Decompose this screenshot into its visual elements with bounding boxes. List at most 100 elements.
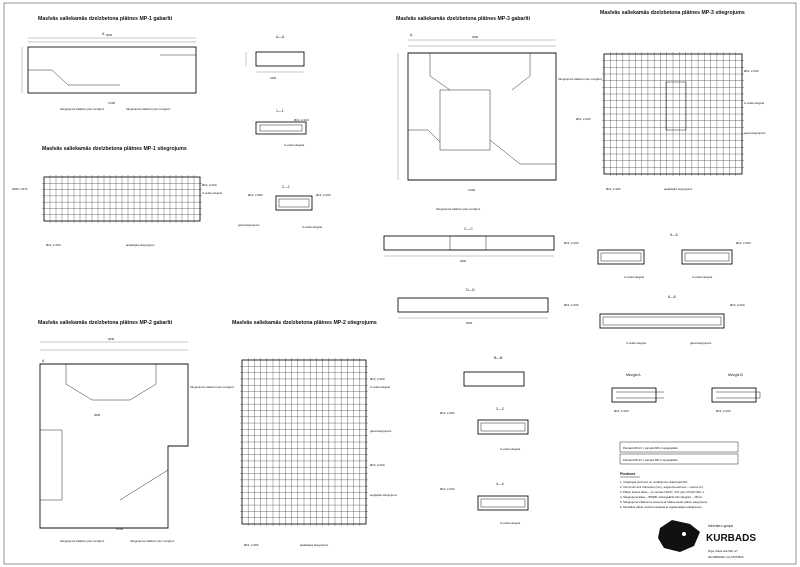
svg-text:4—4: 4—4 xyxy=(496,482,504,486)
svg-text:A: A xyxy=(102,32,105,36)
svg-text:Ø10, s=100: Ø10, s=100 xyxy=(736,241,751,245)
svg-text:Ø10, s=150: Ø10, s=150 xyxy=(564,303,579,307)
svg-text:t=200: t=200 xyxy=(108,101,116,105)
svg-text:Ø10, s=150: Ø10, s=150 xyxy=(744,69,759,73)
svg-text:Ø10, s=200: Ø10, s=200 xyxy=(440,411,455,415)
svg-text:Masīvās saliekamās dzelzbetona: Masīvās saliekamās dzelzbetona plātnes M… xyxy=(600,10,745,16)
svg-text:C—C: C—C xyxy=(464,227,473,231)
view-mp1-stiegrojums: Masīvās saliekamās dzelzbetona plātnes M… xyxy=(12,146,223,247)
section-2-2: 2—2 Ø10, s=200 Ø10, s=150 garenstiegroju… xyxy=(238,185,331,229)
svg-text:Stiegrojuma izlaidumi pēc mezg: Stiegrojuma izlaidumi pēc mezgla A xyxy=(558,77,602,81)
svg-text:D—D: D—D xyxy=(466,288,475,292)
view-mp3-stiegrojums: Masīvās saliekamās dzelzbetona plātnes M… xyxy=(576,10,766,191)
svg-text:Piezīmes: Piezīmes xyxy=(620,472,635,476)
svg-text:1. Vispārīgās piezīmes un norā: 1. Vispārīgās piezīmes un norādījumus sk… xyxy=(620,480,688,484)
svg-text:tālr.29800340, fax.67576843: tālr.29800340, fax.67576843 xyxy=(708,555,744,559)
svg-text:Stiegrojuma izlaidumi pēc mezg: Stiegrojuma izlaidumi pēc mezgla A xyxy=(190,385,234,389)
svg-text:Ø10, s=150: Ø10, s=150 xyxy=(716,409,731,413)
svg-text:Masīvās saliekamās dzelzbetona: Masīvās saliekamās dzelzbetona plātnes M… xyxy=(396,16,531,22)
section-4-4: 4—4 Ø10, s=100 U-veida stiegras xyxy=(440,482,529,525)
section-c-c: C—C 3000 xyxy=(383,227,555,263)
detail-mezgls-b: Mezgls B Ø10, s=150 xyxy=(711,373,761,413)
svg-text:U-veida stiegras: U-veida stiegras xyxy=(500,521,521,525)
sheet-frame xyxy=(3,2,797,565)
slab-outline xyxy=(39,363,189,529)
view-title: Masīvās saliekamās dzelzbetona plātnes M… xyxy=(38,16,173,22)
section-a-a: A—A 1500 xyxy=(245,35,305,80)
svg-text:Ø10, s=150: Ø10, s=150 xyxy=(46,243,61,247)
svg-text:Ø10, s=150: Ø10, s=150 xyxy=(370,377,385,381)
svg-text:garenstiegrojums: garenstiegrojums xyxy=(690,341,712,345)
svg-text:3—3: 3—3 xyxy=(496,407,504,411)
svg-text:U-veida stiegras: U-veida stiegras xyxy=(202,191,223,195)
note-box-mp2: Pamata MP-2V ir pamats MP-2 spoguļattēls… xyxy=(619,441,739,453)
svg-text:5—5: 5—5 xyxy=(670,233,678,237)
svg-text:Masīvās saliekamās dzelzbetona: Masīvās saliekamās dzelzbetona plātnes M… xyxy=(232,320,377,326)
section-6-6: 6—6 Ø10, s=150 Ø10, s=100 U-veida stiegr… xyxy=(564,295,745,345)
section-1-1: 1—1 Ø10, s=100 U-veida stiegras xyxy=(255,109,309,147)
svg-text:Ø10, s=100: Ø10, s=100 xyxy=(202,183,217,187)
svg-text:Ø10, s=100: Ø10, s=100 xyxy=(370,463,385,467)
svg-text:U-veida stiegras: U-veida stiegras xyxy=(302,225,323,229)
svg-text:garenstiegrojums: garenstiegrojums xyxy=(370,429,392,433)
svg-text:garenstiegrojums: garenstiegrojums xyxy=(238,223,260,227)
view-mp3-gabarits: Masīvās saliekamās dzelzbetona plātnes M… xyxy=(396,16,602,211)
svg-text:U-veida stiegras: U-veida stiegras xyxy=(284,143,305,147)
svg-text:Ø10, s=200: Ø10, s=200 xyxy=(248,193,263,197)
svg-text:Ø10, s=100: Ø10, s=100 xyxy=(730,303,745,307)
svg-text:B—B: B—B xyxy=(494,356,503,360)
svg-text:Stiegrojuma izlaidumi pēc mezg: Stiegrojuma izlaidumi pēc mezgla A xyxy=(436,207,480,211)
svg-text:4. Stiegrojuma klase – B500B,: 4. Stiegrojuma klase – B500B, aizsargslā… xyxy=(620,495,703,499)
svg-text:2840: 2840 xyxy=(466,321,473,325)
svg-text:Stiegrojuma izlaidumi pēc mezg: Stiegrojuma izlaidumi pēc mezgla A xyxy=(60,107,104,111)
svg-text:5. Stiegrojuma izlaidumus savi: 5. Stiegrojuma izlaidumus savienot ar bl… xyxy=(620,500,708,504)
svg-text:2Ø10, l=970: 2Ø10, l=970 xyxy=(12,187,28,191)
svg-text:Ø10, s=200: Ø10, s=200 xyxy=(244,543,259,547)
view-mp2-stiegrojums: Masīvās saliekamās dzelzbetona plātnes M… xyxy=(232,320,397,547)
svg-text:3000: 3000 xyxy=(94,413,101,417)
svg-text:t=200: t=200 xyxy=(468,188,476,192)
svg-text:U-veida stiegras: U-veida stiegras xyxy=(370,385,391,389)
notes-block: Piezīmes 1. Vispārīgās piezīmes un norād… xyxy=(620,472,708,509)
svg-text:Ø10, s=100: Ø10, s=100 xyxy=(440,487,455,491)
svg-text:garenstiegrojums: garenstiegrojums xyxy=(744,131,766,135)
svg-text:2840: 2840 xyxy=(108,337,115,341)
svg-text:A—A: A—A xyxy=(276,35,285,39)
svg-text:A: A xyxy=(42,359,45,363)
section-d-d: D—D 2840 xyxy=(397,288,549,325)
svg-text:augšējais stiegrojums: augšējais stiegrojums xyxy=(370,493,397,497)
svg-text:Stiegrojuma izlaidumi pēc mezg: Stiegrojuma izlaidumi pēc mezgla A xyxy=(126,107,170,111)
section-3-3: 3—3 Ø10, s=200 U-veida stiegras xyxy=(440,407,529,451)
svg-text:inženieru grupa: inženieru grupa xyxy=(708,524,733,528)
svg-text:Pamata MP-3V ir pamats MP-3 sp: Pamata MP-3V ir pamats MP-3 spoguļattēls… xyxy=(623,458,678,462)
svg-text:Ø10, s=150: Ø10, s=150 xyxy=(316,193,331,197)
svg-text:3000: 3000 xyxy=(106,33,113,37)
svg-text:U-veida stiegras: U-veida stiegras xyxy=(624,275,645,279)
svg-text:Ø10, s=100: Ø10, s=100 xyxy=(614,409,629,413)
view-mp2-gabarits: Masīvās saliekamās dzelzbetona plātnes M… xyxy=(38,320,234,543)
svg-text:1—1: 1—1 xyxy=(276,109,284,113)
svg-text:3000: 3000 xyxy=(472,35,479,39)
svg-text:2. Visi izmēri doti milimetros: 2. Visi izmēri doti milimetros (mm), aug… xyxy=(620,485,704,489)
title-block: inženieru grupa KURBADS Rīga, Maza iela … xyxy=(658,520,756,559)
svg-text:Ø10, s=150: Ø10, s=150 xyxy=(564,241,579,245)
svg-text:Ø10, s=100: Ø10, s=100 xyxy=(294,118,309,122)
svg-text:A: A xyxy=(410,33,413,37)
svg-text:Ø10, s=200: Ø10, s=200 xyxy=(606,187,621,191)
svg-text:Pamata MP-2V ir pamats MP-2 sp: Pamata MP-2V ir pamats MP-2 spoguļattēls… xyxy=(623,446,678,450)
svg-text:Stiegrojuma izlaidumi pēc mezg: Stiegrojuma izlaidumi pēc mezgla A xyxy=(60,539,104,543)
section-b-b: B—B xyxy=(463,356,525,387)
svg-text:1500: 1500 xyxy=(270,76,277,80)
svg-text:U-veida stiegras: U-veida stiegras xyxy=(692,275,713,279)
svg-text:Ø10, s=100: Ø10, s=100 xyxy=(576,117,591,121)
svg-text:Mezgls A: Mezgls A xyxy=(626,373,641,377)
lynx-logo-icon xyxy=(658,520,700,552)
view-mp1-gabarits: Masīvās saliekamās dzelzbetona plātnes M… xyxy=(21,16,197,111)
svg-text:U-veida stiegras: U-veida stiegras xyxy=(500,447,521,451)
svg-text:Stiegrojuma izlaidumi pēc mezg: Stiegrojuma izlaidumi pēc mezgla A xyxy=(130,539,174,543)
svg-text:Rīga, Maza iela 52b–17: Rīga, Maza iela 52b–17 xyxy=(708,549,738,553)
svg-text:apakšējais stiegrojums: apakšējais stiegrojums xyxy=(126,243,155,247)
svg-text:apakšējais stiegrojums: apakšējais stiegrojums xyxy=(664,187,693,191)
svg-text:Mezgls B: Mezgls B xyxy=(728,373,743,377)
